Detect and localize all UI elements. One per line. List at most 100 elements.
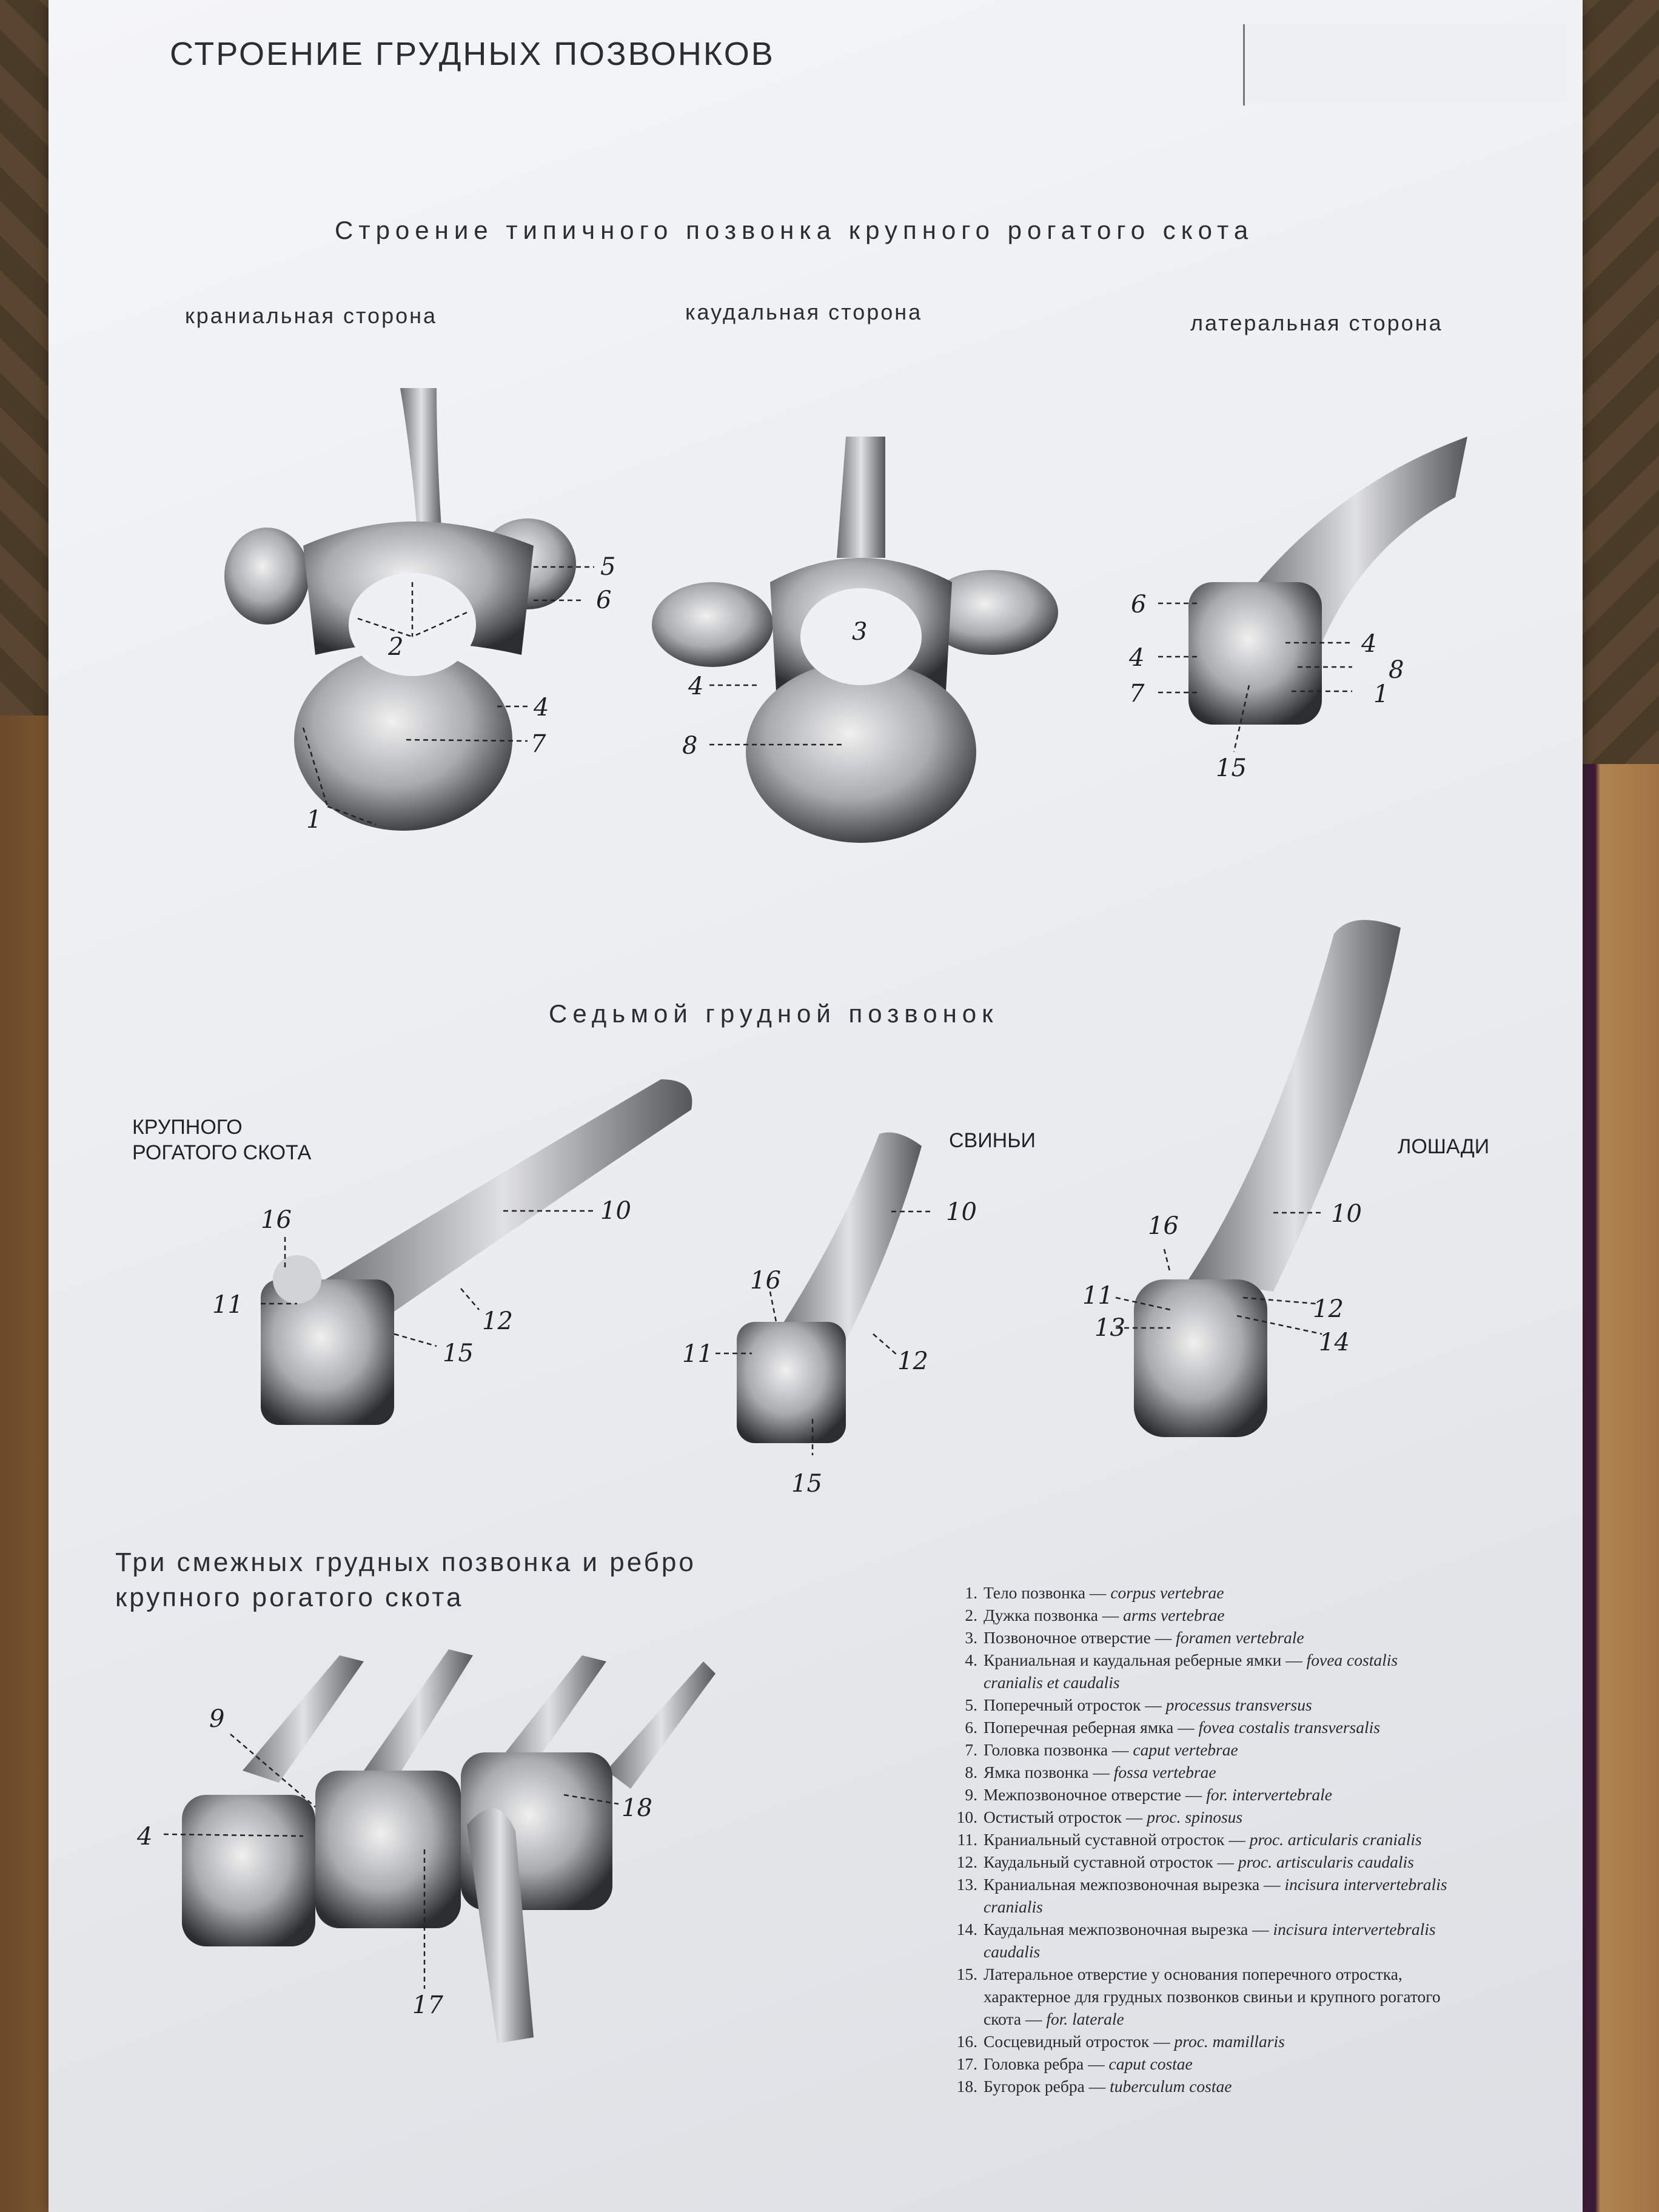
legend-term-ru: Латеральное отверстие у основания попере…: [984, 1965, 1441, 2028]
species-label-pig: СВИНЬИ: [949, 1129, 1036, 1152]
legend-term-ru: Головка позвонка —: [984, 1740, 1133, 1759]
legend-number: 14.: [956, 1920, 977, 1939]
part-number-label: 4: [533, 694, 549, 722]
legend-term-latin: for. intervertebrale: [1206, 1785, 1332, 1804]
labels-cranial: 5 6 2 4 7 1: [306, 553, 615, 834]
part-number-label: 15: [443, 1339, 474, 1367]
legend-number: 9.: [965, 1785, 977, 1804]
legend-term-latin: caput vertebrae: [1133, 1740, 1238, 1759]
legend-item: 8.Ямка позвонка — fossa vertebrae: [946, 1761, 1455, 1783]
corner-sticker: [1243, 24, 1566, 106]
vertebra-cranial-drawing: [224, 388, 576, 831]
part-number-label: 4: [1128, 644, 1144, 672]
legend-number: 17.: [956, 2054, 977, 2073]
legend-number: 2.: [965, 1606, 977, 1624]
section-title-seventh: Седьмой грудной позвонок: [549, 999, 999, 1028]
legend-text: Остистый отросток — proc. spinosus: [984, 1806, 1455, 1828]
part-number-label: 4: [688, 672, 703, 700]
part-number-label: 16: [1148, 1212, 1179, 1240]
part-number-label: 16: [261, 1206, 292, 1234]
legend-text: Поперечный отросток — processus transver…: [984, 1694, 1455, 1716]
part-number-label: 3: [852, 618, 867, 646]
legend-term-ru: Поперечный отросток —: [984, 1695, 1166, 1714]
legend-number: 11.: [957, 1830, 977, 1849]
species-label-horse: ЛОШАДИ: [1398, 1135, 1490, 1158]
part-number-label: 12: [1313, 1295, 1344, 1323]
legend-text: Головка ребра — caput costae: [984, 2053, 1455, 2075]
part-number-label: 12: [482, 1307, 513, 1335]
legend-text: Ямка позвонка — fossa vertebrae: [984, 1761, 1455, 1783]
legend-term-latin: caput costae: [1108, 2054, 1193, 2073]
legend-text: Каудальная межпозвоночная вырезка — inci…: [984, 1918, 1455, 1963]
legend-item: 10. Остистый отросток — proc. spinosus: [946, 1806, 1455, 1828]
legend-term-ru: Дужка позвонка —: [984, 1606, 1124, 1624]
legend-item: 4. Краниальная и каудальная реберные ямки…: [946, 1649, 1455, 1694]
legend-term-latin: fovea costalis transversalis: [1198, 1718, 1380, 1737]
part-number-label: 6: [596, 586, 611, 614]
part-number-label: 4: [136, 1823, 152, 1851]
part-number-label: 9: [209, 1705, 224, 1733]
legend-term-ru: Головка ребра —: [984, 2054, 1109, 2073]
legend-item: 17. Головка ребра — caput costae: [946, 2053, 1455, 2075]
legend-item: 13.Краниальная межпозвоночная вырезка — …: [946, 1873, 1455, 1918]
legend-item: 5. Поперечный отросток — processus transv…: [946, 1694, 1455, 1716]
legend-term-ru: Краниальная межпозвоночная вырезка —: [984, 1875, 1285, 1894]
part-number-label: 14: [1319, 1329, 1350, 1356]
labels-caudal: 3 4 8: [682, 618, 867, 760]
legend-term-latin: incisura intervertebralis caudalis: [984, 1920, 1436, 1961]
part-number-label: 18: [622, 1794, 652, 1822]
legend-number: 15.: [956, 1965, 977, 1983]
legend-number: 10.: [956, 1808, 977, 1826]
legend-number: 5.: [965, 1695, 977, 1714]
legend-item: 18.Бугорок ребра — tuberculum costae: [946, 2075, 1455, 2097]
legend-item: 6.Поперечная реберная ямка — fovea costa…: [946, 1716, 1455, 1738]
legend-text: Сосцевидный отросток — proc. mamillaris: [984, 2030, 1455, 2053]
legend-text: Каудальный суставной отросток — proc. ar…: [984, 1851, 1455, 1873]
legend-term-ru: Поперечная реберная ямка —: [984, 1718, 1199, 1737]
vertebra-horse-drawing: [1134, 920, 1401, 1437]
view-label-lateral: латеральная сторона: [1190, 310, 1443, 335]
part-number-label: 10: [1331, 1200, 1362, 1228]
labels-trio: 9 4 18 17: [136, 1705, 652, 2019]
legend-term-ru: Остистый отросток —: [984, 1808, 1147, 1826]
legend-text: Латеральное отверстие у основания попере…: [984, 1963, 1455, 2030]
legend-item: 11. Краниальный суставной отросток — proc…: [946, 1828, 1455, 1851]
part-number-label: 12: [897, 1347, 928, 1375]
background-parquet-right: [1577, 0, 1659, 764]
part-number-label: 10: [600, 1197, 631, 1225]
vertebra-caudal-drawing: [652, 437, 1058, 843]
part-number-label: 1: [1373, 680, 1389, 708]
vertebra-pig-drawing: [737, 1132, 922, 1443]
legend-number: 7.: [965, 1740, 977, 1759]
part-number-label: 15: [1216, 754, 1247, 782]
legend-item: 3.Позвоночное отверстие — foramen verteb…: [946, 1626, 1455, 1649]
legend-term-latin: proc. spinosus: [1147, 1808, 1243, 1826]
labels-lateral: 6 4 7 4 8 1 15: [1128, 591, 1404, 782]
legend-term-latin: incisura intervertebralis cranialis: [984, 1875, 1447, 1916]
part-number-label: 8: [682, 732, 697, 760]
species-label-cattle: КРУПНОГО РОГАТОГО СКОТА: [132, 1116, 312, 1164]
legend-term-ru: Бугорок ребра —: [984, 2077, 1110, 2096]
section-title-trio: Три смежных грудных позвонка и ребро кру…: [115, 1547, 696, 1612]
legend-term-latin: proc. mamillaris: [1174, 2032, 1285, 2051]
legend-number: 16.: [956, 2032, 977, 2051]
part-number-label: 7: [531, 730, 546, 758]
legend-text: Позвоночное отверстие — foramen vertebra…: [984, 1626, 1455, 1649]
legend-term-ru: Краниальная и каудальная реберные ямки —: [984, 1651, 1307, 1669]
part-number-label: 11: [1082, 1282, 1113, 1310]
page-title: СТРОЕНИЕ ГРУДНЫХ ПОЗВОНКОВ: [170, 36, 775, 72]
legend-term-ru: Каудальный суставной отросток —: [984, 1852, 1238, 1871]
legend-number: 4.: [965, 1651, 977, 1669]
legend-term-latin: for. laterale: [1046, 2009, 1124, 2028]
vertebra-lateral-drawing: [1188, 437, 1467, 725]
legend-text: Межпозвоночное отверстие — for. interver…: [984, 1783, 1455, 1806]
legend-term-latin: proc. articularis cranialis: [1249, 1830, 1422, 1849]
legend-text: Дужка позвонка — arms vertebrae: [984, 1604, 1455, 1626]
legend-term-ru: Межпозвоночное отверстие —: [984, 1785, 1207, 1804]
legend-term-latin: arms vertebrae: [1123, 1606, 1225, 1624]
legend-term-ru: Краниальный суставной отросток —: [984, 1830, 1250, 1849]
legend-number: 18.: [956, 2077, 977, 2096]
legend-term-ru: Позвоночное отверстие —: [984, 1628, 1176, 1647]
legend-number: 12.: [956, 1852, 977, 1871]
view-label-caudal: каудальная сторона: [685, 300, 923, 324]
